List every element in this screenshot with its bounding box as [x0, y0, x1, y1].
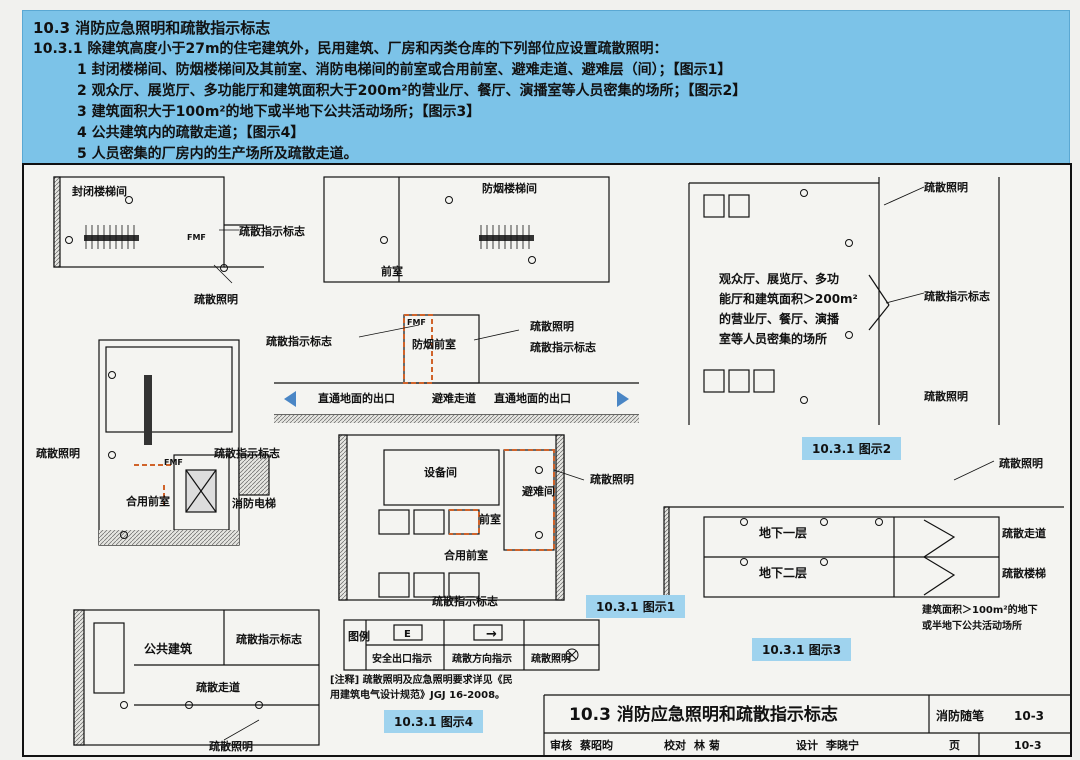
core-plan [338, 434, 565, 601]
label-evac-light-2: 疏散照明 [530, 319, 574, 333]
note-line-1: [注释] 疏散照明及应急照明要求详见《民 [330, 673, 513, 686]
label-shared-anteroom: 合用前室 [126, 494, 170, 508]
label-evac-sign-5: 疏散指示标志 [432, 594, 498, 608]
hall-plan [688, 177, 1000, 425]
enclosed-stair-plan [53, 176, 264, 268]
legend-title: 图例 [348, 629, 370, 643]
label-shared-anteroom-core: 合用前室 [444, 548, 488, 562]
legend-direction: 疏散方向指示 [452, 652, 512, 665]
label-b1: 地下一层 [759, 525, 807, 540]
label-fig2-evac-light-2: 疏散照明 [924, 389, 968, 403]
label-fig4-evac-light: 疏散照明 [209, 739, 253, 753]
label-fig4-evac-corridor: 疏散走道 [196, 680, 240, 694]
caption-figure-1: 10.3.1 图示1 [586, 595, 686, 618]
label-anteroom-core: 前室 [479, 512, 501, 526]
check-name: 林 菊 [694, 738, 720, 752]
label-evac-light-3: 疏散照明 [36, 446, 80, 460]
label-enclosed-stair: 封闭楼梯间 [72, 184, 127, 198]
label-fig2-evac-light-1: 疏散照明 [924, 180, 968, 194]
clause-item-1: 1 封闭楼梯间、防烟楼梯间及其前室、消防电梯间的前室或合用前室、避难走道、避难层… [77, 62, 732, 78]
hall-desc-4: 室等人员密集的场所 [719, 331, 827, 346]
legend-exit: 安全出口指示 [372, 652, 432, 665]
label-public-building: 公共建筑 [144, 641, 192, 656]
label-evac-sign-4: 疏散指示标志 [214, 446, 280, 460]
label-b2: 地下二层 [759, 565, 807, 580]
basement-section [663, 506, 1064, 598]
label-fire-elevator: 消防电梯 [232, 496, 276, 510]
review-label: 审核 [550, 738, 572, 752]
light-symbols [65, 189, 883, 709]
refuge-corridor-plan [274, 314, 639, 423]
direction-arrows [284, 391, 629, 407]
fig3-note-1: 建筑面积＞100m²的地下 [921, 603, 1038, 616]
label-evac-light-1: 疏散照明 [194, 292, 238, 306]
label-fig3-evac-light: 疏散照明 [999, 456, 1043, 470]
leader-lines [213, 186, 995, 741]
section-heading: 10.3 消防应急照明和疏散指示标志 [33, 19, 271, 37]
label-refuge-corridor: 避难走道 [432, 391, 476, 405]
title-block-sheet-no: 10-3 [1014, 709, 1044, 723]
label-evac-light-4: 疏散照明 [590, 472, 634, 486]
label-anteroom: 前室 [381, 264, 403, 278]
review-name: 蔡昭昀 [579, 738, 613, 752]
caption-figure-3: 10.3.1 图示3 [752, 638, 852, 661]
clause-item-2: 2 观众厅、展览厅、多功能厅和建筑面积大于200m²的营业厅、餐厅、演播室等人员… [77, 83, 747, 99]
legend-box [343, 619, 600, 671]
fig3-note-2: 或半地下公共活动场所 [922, 619, 1022, 632]
header-band: 10.3 消防应急照明和疏散指示标志 10.3.1 除建筑高度小于27m的住宅建… [22, 10, 1070, 164]
caption-figure-2: 10.3.1 图示2 [802, 437, 902, 460]
hall-desc-3: 的营业厅、餐厅、演播 [719, 311, 840, 326]
evacuation-routes [134, 314, 555, 551]
label-evac-sign-1: 疏散指示标志 [239, 224, 305, 238]
caption-figure-4: 10.3.1 图示4 [384, 710, 484, 733]
drawing-sheet: → E 封闭楼梯间 防烟楼梯间 疏散指示标志 疏散照明 前室 疏散指示标志 疏散… [22, 163, 1072, 757]
label-fm-2: FMF [407, 318, 426, 327]
label-equipment-room: 设备间 [424, 465, 457, 479]
title-block-title: 10.3 消防应急照明和疏散指示标志 [569, 704, 838, 725]
clause-item-3: 3 建筑面积大于100m²的地下或半地下公共活动场所；【图示3】 [77, 104, 481, 120]
label-direct-exit-right: 直通地面的出口 [494, 391, 571, 405]
label-fig3-evac-corridor: 疏散走道 [1002, 526, 1046, 540]
hall-desc-1: 观众厅、展览厅、多功 [719, 271, 839, 286]
label-evac-sign-2: 疏散指示标志 [266, 334, 332, 348]
note-line-2: 用建筑电气设计规范》JGJ 16-2008。 [329, 688, 505, 701]
public-corridor-plan [73, 609, 320, 746]
direction-arrow-symbol: → [486, 627, 497, 642]
label-smoke-stair: 防烟楼梯间 [482, 181, 537, 195]
label-smoke-anteroom: 防烟前室 [412, 337, 456, 351]
design-name: 李晓宁 [825, 738, 859, 752]
label-fig3-evac-stair: 疏散楼梯 [1002, 566, 1046, 580]
page-label: 页 [949, 739, 960, 752]
tower-plan [98, 339, 270, 546]
title-block-grid [543, 694, 1070, 755]
clause-text: 10.3.1 除建筑高度小于27m的住宅建筑外，民用建筑、厂房和丙类仓库的下列部… [33, 41, 668, 57]
label-fm-1: FMF [187, 233, 206, 242]
hall-desc-2: 能厅和建筑面积＞200m² [719, 291, 858, 306]
label-fig2-evac-sign: 疏散指示标志 [924, 289, 990, 303]
label-evac-sign-3: 疏散指示标志 [530, 340, 596, 354]
label-fm-3: FMF [164, 458, 183, 467]
design-label: 设计 [796, 738, 818, 752]
check-label: 校对 [664, 738, 686, 752]
label-direct-exit-left: 直通地面的出口 [318, 391, 395, 405]
page-number: 10-3 [1014, 739, 1042, 752]
legend-light: 疏散照明 [531, 652, 571, 665]
clause-item-5: 5 人员密集的厂房内的生产场所及疏散走道。 [77, 146, 358, 162]
drawing-canvas: → E 封闭楼梯间 防烟楼梯间 疏散指示标志 疏散照明 前室 疏散指示标志 疏散… [36, 176, 1070, 755]
watermark: 消防随笔 [936, 708, 984, 723]
smoke-stair-plan [323, 176, 610, 283]
clause-item-4: 4 公共建筑内的疏散走道；【图示4】 [77, 125, 305, 141]
label-fig4-evac-sign: 疏散指示标志 [236, 632, 302, 646]
label-refuge-room: 避难间 [522, 484, 555, 498]
exit-sign-symbol: E [404, 629, 411, 640]
